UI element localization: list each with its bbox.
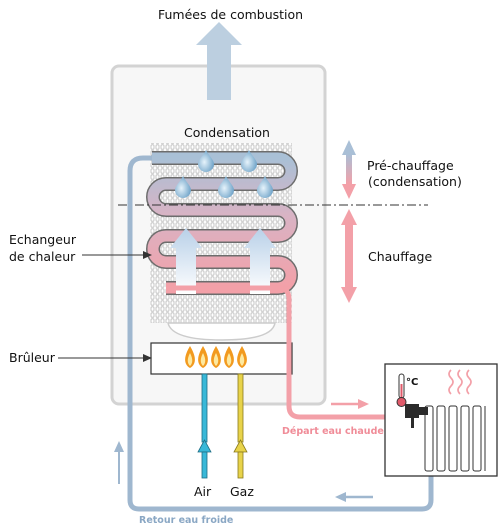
condensation-label: Condensation: [184, 125, 270, 140]
flame-icon: [185, 346, 195, 368]
thermostatic-valve-icon: [405, 404, 428, 428]
droplet-icon: [198, 150, 214, 172]
droplet-icon: [257, 176, 273, 198]
air-supply-pipe: [197, 373, 212, 479]
droplet-icon: [241, 150, 257, 172]
gas-label: Gaz: [230, 484, 254, 499]
combustion-chamber: [167, 322, 276, 341]
hot-gas-arrow-right: [244, 228, 276, 294]
heating-zone-arrow: [341, 209, 357, 303]
heat-exchanger-label-line1: Echangeur: [9, 232, 77, 247]
hot-water-flow-arrow: [331, 399, 369, 409]
flue-gas-arrow: [196, 22, 242, 100]
heat-exchanger-label-line2: de chaleur: [9, 249, 76, 264]
preheat-zone-arrow: [342, 140, 356, 199]
burner-box: [150, 342, 293, 375]
heating-label: Chauffage: [368, 249, 432, 264]
thermometer-icon: [396, 373, 407, 407]
air-label: Air: [194, 484, 212, 499]
hot-water-outlet-pipe: [166, 285, 385, 420]
thermostat-unit-label: °C: [406, 377, 418, 388]
flue-gases-label: Fumées de combustion: [158, 7, 303, 22]
condensation-droplets: [175, 150, 273, 198]
radiator-icon: [424, 405, 486, 472]
flame-icon: [198, 346, 208, 368]
preheat-label-line2: (condensation): [368, 174, 462, 189]
burner-leader: [58, 354, 152, 362]
droplet-icon: [218, 176, 234, 198]
flame-icon: [211, 346, 221, 368]
heat-waves-icon: [448, 369, 472, 395]
return-up-arrow: [114, 441, 124, 484]
heat-exchanger-leader: [82, 251, 152, 259]
cold-water-return-pipe: [127, 155, 434, 512]
cold-water-flow-arrow: [335, 492, 373, 502]
gas-supply-pipe: [233, 373, 248, 479]
preheat-label-line1: Pré-chauffage: [367, 158, 454, 173]
cold-water-return-label: Retour eau froide: [139, 515, 233, 526]
flame-icon: [237, 346, 247, 368]
burner-label: Brûleur: [9, 350, 56, 365]
flame-icon: [224, 346, 234, 368]
burner-flames: [185, 346, 247, 368]
droplet-icon: [175, 176, 191, 198]
radiator-panel: °C: [384, 363, 498, 477]
hot-gas-arrow-left: [170, 228, 202, 294]
hot-water-out-label: Départ eau chaude: [282, 426, 384, 437]
